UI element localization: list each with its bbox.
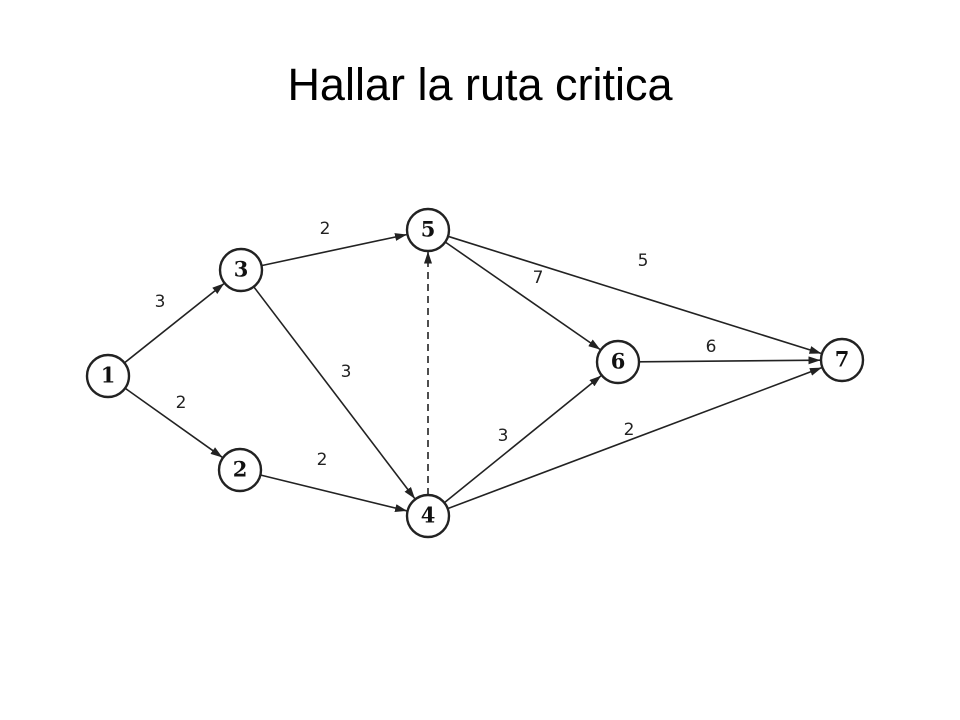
edge-6-7: [638, 356, 821, 365]
node-3: 3: [218, 247, 264, 293]
edge-weight-6-7: 6: [706, 337, 717, 357]
node-label-2: 2: [233, 457, 248, 482]
edge-weight-5-6: 7: [533, 268, 544, 288]
nodes-layer: 1 2 3 4 5 6 7: [85, 207, 865, 539]
edge-weight-2-4: 2: [317, 450, 328, 470]
edge-weight-1-3: 3: [155, 292, 166, 312]
edge-weight-1-2: 2: [176, 393, 187, 413]
node-circle-4: [405, 493, 451, 539]
node-4: 4: [405, 493, 451, 539]
edge-1-2: [124, 387, 223, 458]
node-circle-3: [218, 247, 264, 293]
node-circle-2: [217, 447, 263, 493]
slide-title: Hallar la ruta critica: [287, 59, 673, 110]
edge-weight-4-6: 3: [498, 426, 509, 446]
node-7: 7: [819, 337, 865, 383]
node-2: 2: [217, 447, 263, 493]
node-5: 5: [405, 207, 451, 253]
edge-1-3: [123, 283, 225, 364]
edge-5-7: [447, 235, 822, 355]
node-circle-5: [405, 207, 451, 253]
edge-2-4: [260, 474, 408, 512]
node-label-3: 3: [234, 257, 249, 282]
node-label-4: 4: [421, 503, 436, 528]
edge-5-6: [444, 241, 601, 351]
edges-layer: 3 2 2 3 2 7 5 3 6 2: [123, 219, 822, 512]
node-label-6: 6: [611, 349, 626, 374]
node-1: 1: [85, 353, 131, 399]
edge-3-4: [253, 286, 416, 499]
edge-weight-3-4: 3: [341, 362, 352, 382]
edge-weight-5-7: 5: [638, 251, 649, 271]
edge-4-7: [447, 367, 822, 510]
node-6: 6: [595, 339, 641, 385]
node-label-5: 5: [421, 217, 436, 242]
edge-3-5: [261, 233, 407, 267]
node-label-1: 1: [101, 363, 116, 388]
node-circle-6: [595, 339, 641, 385]
edge-weight-3-5: 2: [320, 219, 331, 239]
edge-weight-4-7: 2: [624, 420, 635, 440]
node-label-7: 7: [835, 347, 850, 372]
node-circle-1: [85, 353, 131, 399]
edge-4-6: [443, 375, 602, 504]
node-circle-7: [819, 337, 865, 383]
